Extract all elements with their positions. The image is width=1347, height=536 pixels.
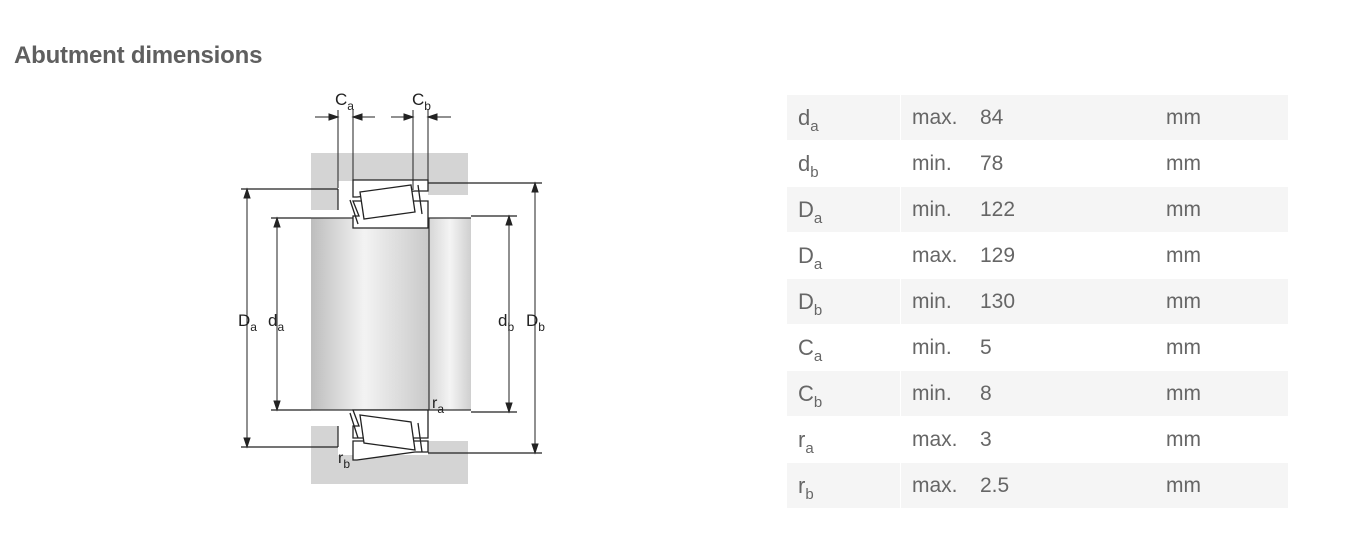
symbol-cell: Cb	[787, 371, 901, 416]
label-Da: Da	[238, 311, 257, 334]
table-row: Da max. 129 mm	[787, 233, 1288, 278]
bearing-top	[349, 179, 429, 229]
unit-cell: mm	[1166, 141, 1288, 186]
label-cb: Cb	[412, 90, 431, 113]
symbol-cell: db	[787, 141, 901, 186]
value-cell: 3	[980, 417, 1166, 462]
symbol-cell: Db	[787, 279, 901, 324]
limit-cell: min.	[901, 187, 980, 232]
label-db: db	[498, 311, 514, 334]
label-ra: ra	[432, 395, 444, 416]
value-cell: 78	[980, 141, 1166, 186]
table-row: da max. 84 mm	[787, 95, 1288, 140]
unit-cell: mm	[1166, 233, 1288, 278]
bearing-bottom	[349, 409, 429, 461]
unit-cell: mm	[1166, 417, 1288, 462]
label-ca: Ca	[335, 90, 354, 113]
limit-cell: min.	[901, 279, 980, 324]
symbol-cell: Da	[787, 233, 901, 278]
limit-cell: max.	[901, 95, 980, 140]
housing-top-left	[311, 181, 338, 210]
housing-bottom-left	[311, 426, 338, 455]
label-rb: rb	[338, 450, 350, 471]
unit-cell: mm	[1166, 325, 1288, 370]
housing-top-right	[428, 181, 468, 195]
symbol-cell: ra	[787, 417, 901, 462]
limit-cell: min.	[901, 325, 980, 370]
value-cell: 2.5	[980, 463, 1166, 508]
section-heading: Abutment dimensions	[14, 42, 263, 69]
unit-cell: mm	[1166, 371, 1288, 416]
dimensions-table: da max. 84 mm db min. 78 mm Da min. 122 …	[787, 94, 1288, 509]
housing-bottom-right	[428, 441, 468, 455]
shaft-step	[429, 218, 471, 410]
limit-cell: min.	[901, 371, 980, 416]
table-row: db min. 78 mm	[787, 141, 1288, 186]
label-Db: Db	[526, 311, 545, 334]
label-da: da	[268, 311, 284, 334]
bearing-drawing: Ca Cb Da da db Db ra rb	[238, 90, 545, 484]
unit-cell: mm	[1166, 95, 1288, 140]
housing-top	[311, 153, 468, 181]
unit-cell: mm	[1166, 463, 1288, 508]
table-row: Db min. 130 mm	[787, 279, 1288, 324]
value-cell: 8	[980, 371, 1166, 416]
symbol-cell: Da	[787, 187, 901, 232]
value-cell: 130	[980, 279, 1166, 324]
value-cell: 84	[980, 95, 1166, 140]
table-row: rb max. 2.5 mm	[787, 463, 1288, 508]
limit-cell: max.	[901, 417, 980, 462]
table-row: Ca min. 5 mm	[787, 325, 1288, 370]
housing-bottom	[311, 455, 468, 484]
shaft	[311, 218, 429, 410]
abutment-diagram: Ca Cb Da da db Db ra rb	[225, 88, 565, 488]
symbol-cell: da	[787, 95, 901, 140]
limit-cell: max.	[901, 463, 980, 508]
limit-cell: max.	[901, 233, 980, 278]
symbol-cell: Ca	[787, 325, 901, 370]
table-row: Da min. 122 mm	[787, 187, 1288, 232]
limit-cell: min.	[901, 141, 980, 186]
value-cell: 5	[980, 325, 1166, 370]
unit-cell: mm	[1166, 279, 1288, 324]
value-cell: 122	[980, 187, 1166, 232]
symbol-cell: rb	[787, 463, 901, 508]
table-row: ra max. 3 mm	[787, 417, 1288, 462]
table-row: Cb min. 8 mm	[787, 371, 1288, 416]
unit-cell: mm	[1166, 187, 1288, 232]
value-cell: 129	[980, 233, 1166, 278]
